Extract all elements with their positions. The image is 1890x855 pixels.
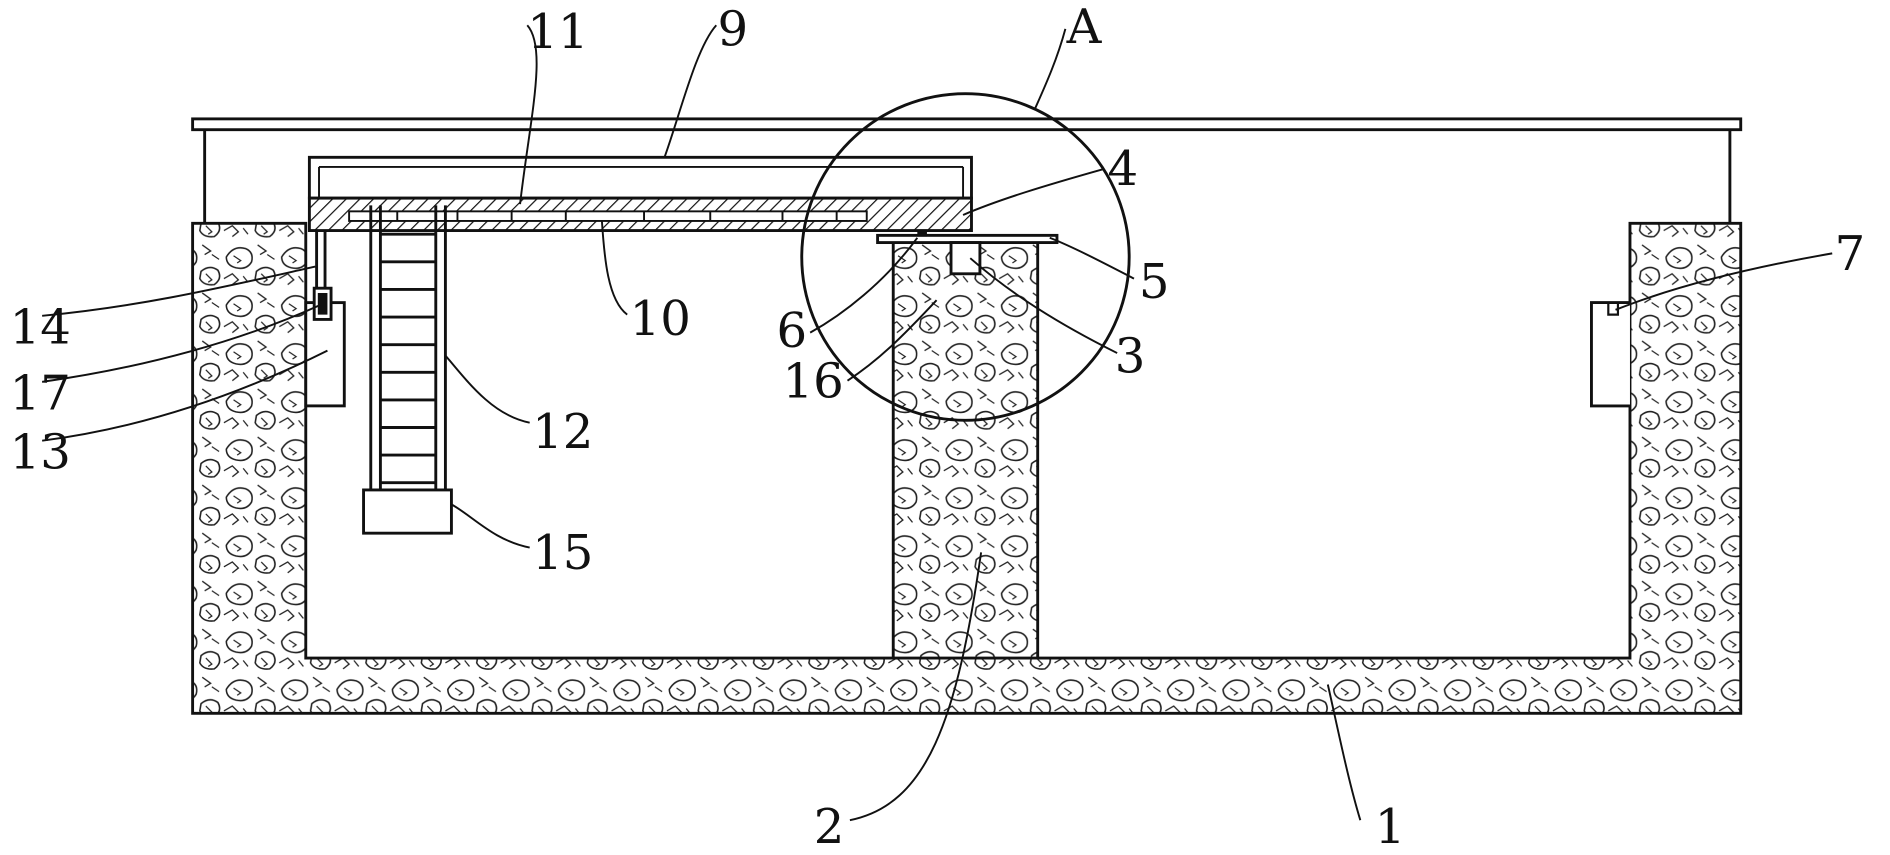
label-5: 5 [1139,254,1170,310]
label-10: 10 [630,291,691,347]
ladder [369,205,447,490]
leader-lines [41,24,1833,822]
label-17: 17 [10,366,71,422]
detail-circle-a [800,92,1131,422]
label-7: 7 [1835,226,1866,282]
top-plate-assembly [307,155,973,233]
label-9: 9 [717,2,748,58]
label-13: 13 [10,424,71,480]
label-4: 4 [1108,141,1139,197]
label-a: A [1066,0,1103,55]
hinge-assembly [876,229,1059,276]
reference-labels: 11 9 A 4 5 7 14 10 6 3 17 16 12 13 15 2 … [10,0,1866,855]
right-wall-bracket [1590,301,1630,408]
label-1: 1 [1375,799,1406,855]
label-12: 12 [532,404,593,460]
label-16: 16 [782,354,843,410]
label-6: 6 [776,303,807,359]
partition-wall [891,237,1040,660]
label-3: 3 [1115,328,1146,384]
top-cover-frame [191,117,1743,224]
label-14: 14 [10,299,71,355]
label-15: 15 [532,525,593,581]
label-11: 11 [527,4,588,60]
left-wall-fittings [304,230,346,408]
weight-block [362,488,453,535]
label-2: 2 [814,799,845,855]
